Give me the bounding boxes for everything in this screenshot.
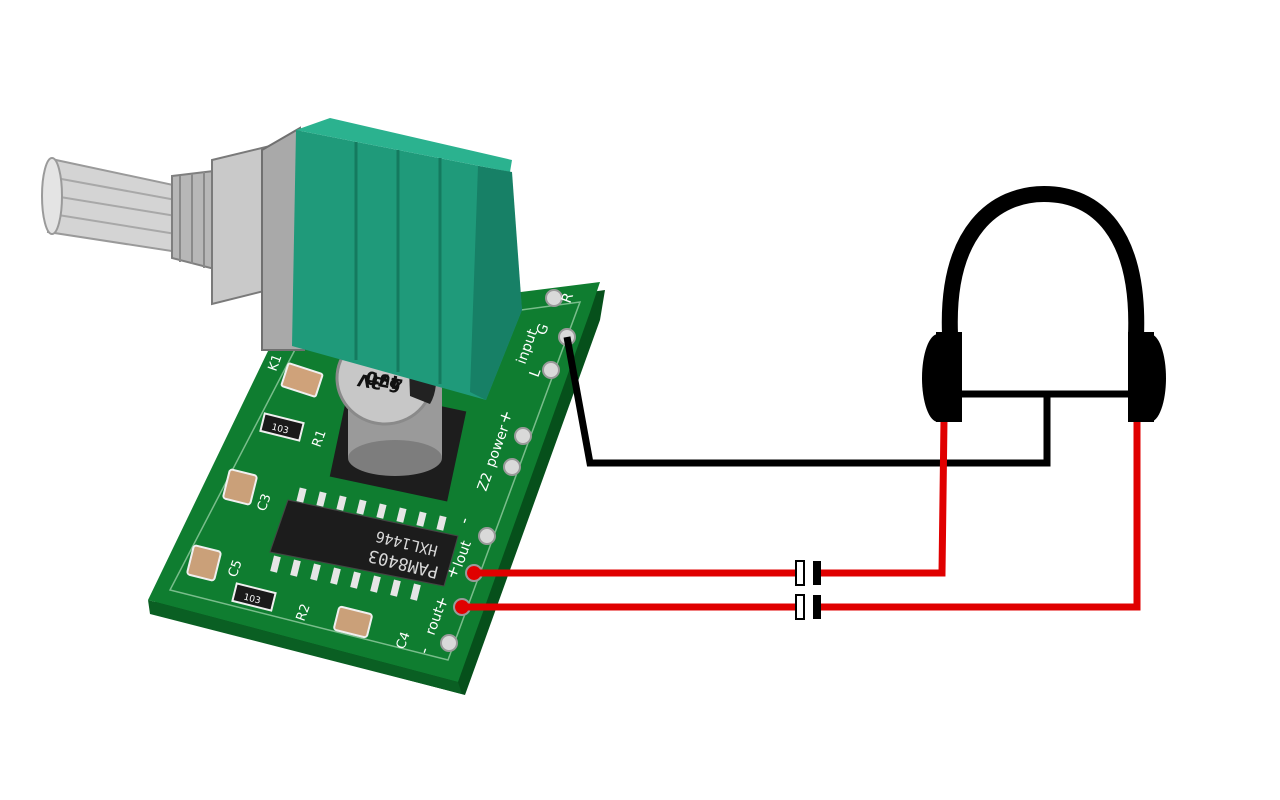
- cap-left-plate-1: [795, 560, 805, 586]
- ground-wire: [563, 336, 1051, 467]
- pot-shaft-end: [41, 157, 63, 235]
- pad-r: [545, 289, 563, 307]
- potentiometer-icon: [41, 118, 522, 400]
- pad-l: [542, 361, 560, 379]
- r2-code: 103: [242, 593, 261, 607]
- r2-resistor: [231, 582, 277, 612]
- right-signal-wire: [455, 420, 1141, 614]
- chip-pins-bottom: [270, 555, 421, 601]
- c4-capacitor: [333, 605, 373, 639]
- headphones-icon: [922, 185, 1166, 422]
- ground-wire-path: [563, 336, 1051, 467]
- pot-body-top: [296, 118, 512, 172]
- label-rout-minus: -: [414, 644, 434, 656]
- chip-body: [269, 499, 459, 587]
- capacitor-icon: [795, 560, 821, 620]
- label-c5: C5: [226, 558, 246, 579]
- cap-can-bottom: [348, 440, 442, 476]
- pad-rout-minus: [440, 634, 458, 652]
- right-earcup-cushion: [1134, 334, 1166, 422]
- c5-capacitor: [186, 544, 222, 582]
- label-lout-minus: -: [454, 514, 474, 526]
- r1-code: 103: [270, 423, 289, 437]
- pot-side: [470, 166, 522, 400]
- left-earcup-cushion: [922, 334, 954, 422]
- label-r2: R2: [294, 602, 314, 623]
- left-signal-wire: [467, 419, 948, 580]
- cap-right-plate-2: [813, 595, 821, 619]
- label-power-plus: +: [494, 407, 516, 426]
- chip-pins-top: [296, 487, 447, 531]
- cap-label-1: UT: [368, 368, 392, 387]
- k1-pad: [280, 362, 324, 398]
- pad-power-plus: [514, 427, 532, 445]
- cap-left-plate-2: [813, 561, 821, 585]
- pad-power-minus: [503, 458, 521, 476]
- label-rout-plus: +: [430, 593, 452, 612]
- label-c4: C4: [394, 630, 414, 651]
- cap-right-plate-1: [795, 594, 805, 620]
- c3-capacitor: [222, 468, 258, 506]
- headband: [941, 185, 1145, 344]
- label-pin-g: G: [534, 322, 553, 338]
- label-r1: R1: [310, 428, 330, 449]
- label-z2: Z2: [475, 471, 496, 494]
- label-k1: K1: [266, 352, 286, 373]
- r1-resistor: [259, 412, 305, 442]
- left-wire-to-headphone: [818, 419, 948, 577]
- pcb-edge: [148, 600, 462, 694]
- smd-components: K1 103 R1 C3 C5 103 R2 C4: [186, 352, 414, 651]
- pot-body: [292, 130, 522, 400]
- pad-lout-minus: [478, 527, 496, 545]
- label-c3: C3: [255, 492, 275, 513]
- right-wire-to-headphone: [818, 420, 1141, 611]
